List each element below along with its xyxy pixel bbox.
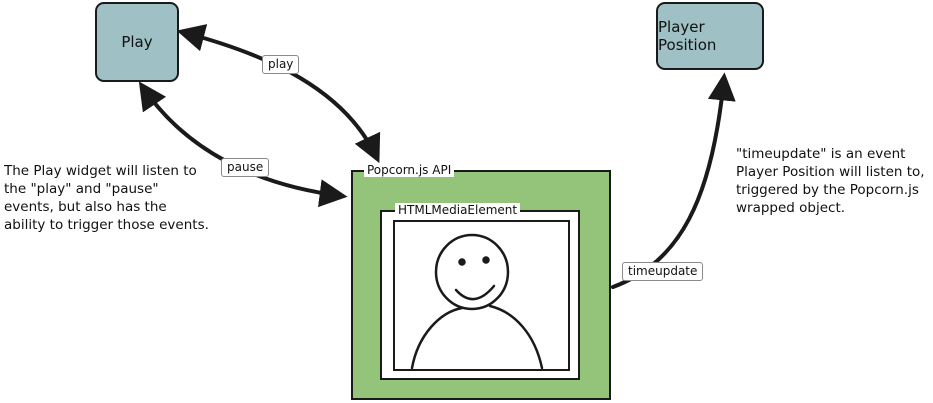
timeupdate-edge-label: timeupdate bbox=[622, 262, 704, 281]
play-edge-label: play bbox=[262, 55, 300, 74]
play-node-label: Play bbox=[121, 33, 153, 51]
player-position-node: Player Position bbox=[656, 2, 764, 70]
play-connector bbox=[176, 24, 381, 164]
smiley-face-icon bbox=[410, 233, 544, 370]
player-position-node-label: Player Position bbox=[658, 18, 717, 54]
play-widget-note: The Play widget will listen to the "play… bbox=[4, 163, 209, 233]
pause-edge-label: pause bbox=[221, 158, 270, 177]
html-media-element-title: HTMLMediaElement bbox=[395, 203, 521, 217]
popcorn-api-title: Popcorn.js API bbox=[364, 163, 455, 177]
timeupdate-connector bbox=[611, 72, 736, 289]
play-node: Play bbox=[95, 2, 179, 82]
timeupdate-note: "timeupdate" is an event Player Position… bbox=[736, 146, 925, 216]
